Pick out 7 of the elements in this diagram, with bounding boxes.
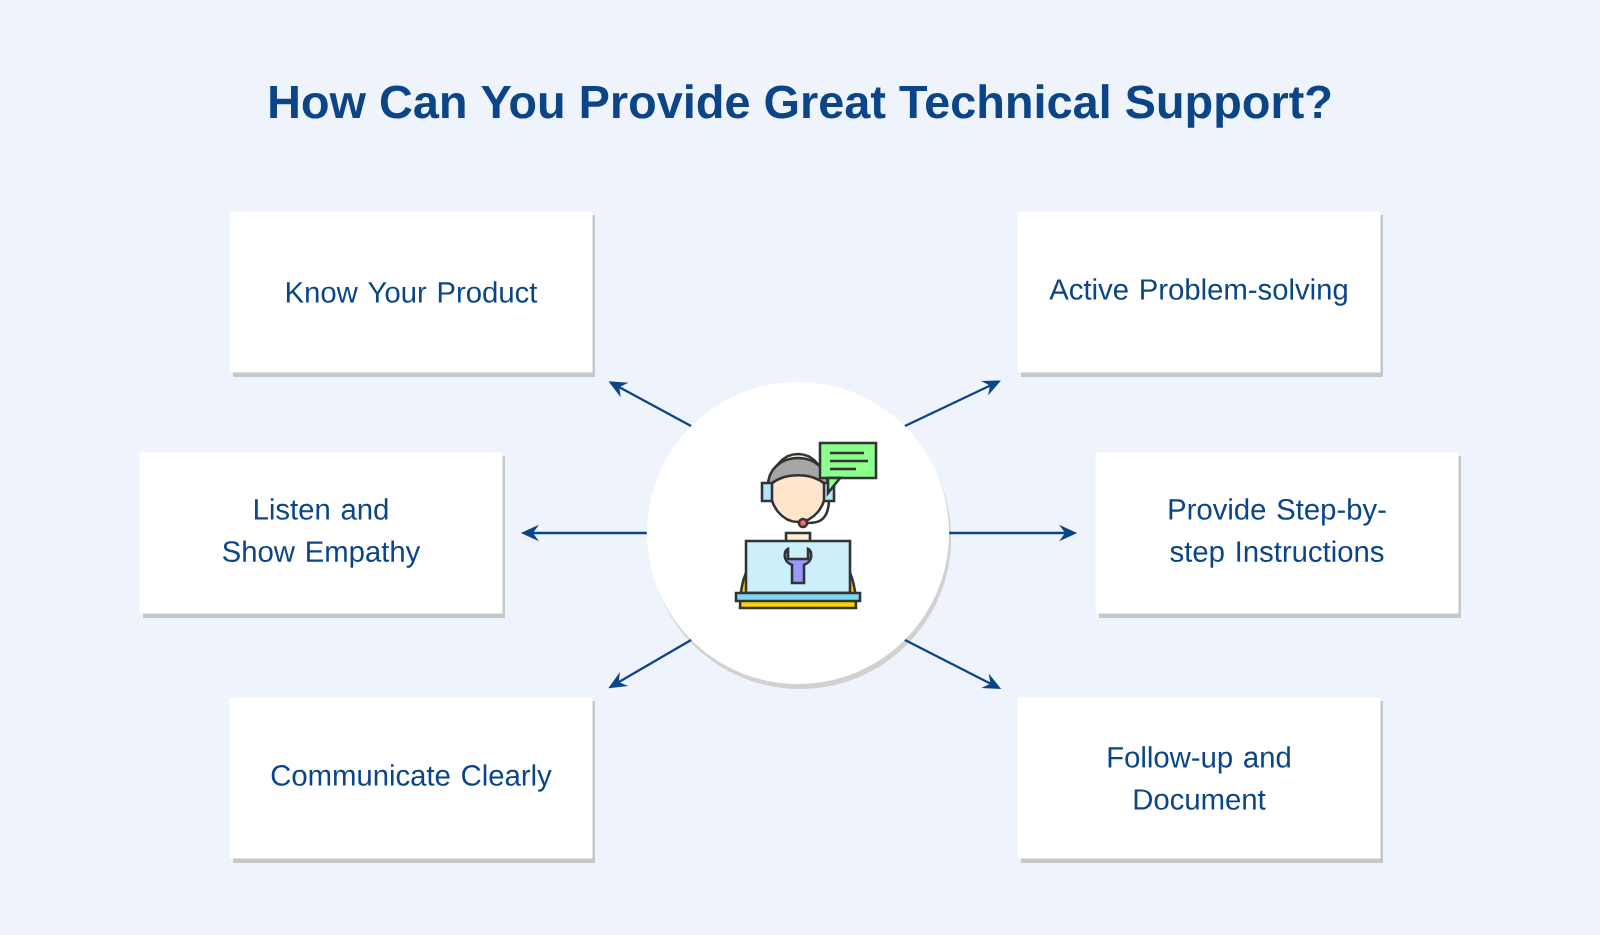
text-box: Follow-up and Document bbox=[1017, 697, 1383, 863]
text-box: Provide Step-by-step Instructions bbox=[1095, 452, 1461, 618]
title: How Can You Provide Great Technical Support? bbox=[270, 84, 1331, 128]
text-box: Know Your Product bbox=[229, 211, 595, 377]
text-box: Listen and Show Empathy bbox=[139, 452, 505, 618]
text-box: Communicate Clearly bbox=[229, 697, 595, 863]
text-box: Active Problem-solving bbox=[1017, 211, 1383, 377]
